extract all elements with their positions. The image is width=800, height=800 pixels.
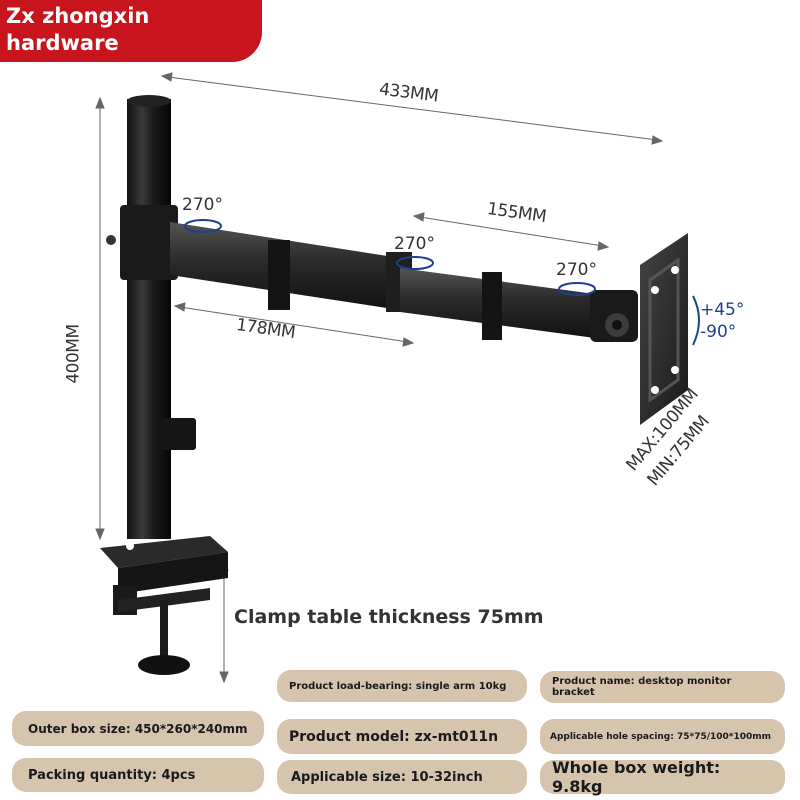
rotation-label-1: 270°: [182, 195, 223, 215]
tilt-down-label: -90°: [700, 322, 737, 342]
spec-product-name: Product name: desktop monitor bracket: [540, 671, 785, 703]
cable-clip: [160, 418, 196, 450]
spec-outer-box: Outer box size: 450*260*240mm: [12, 711, 264, 746]
spec-applicable-size: Applicable size: 10-32inch: [277, 760, 527, 794]
arm-segment-2: [400, 268, 610, 340]
support-pole: [127, 99, 171, 539]
tilt-up-label: +45°: [700, 300, 745, 320]
dimension-lines: [95, 72, 664, 684]
rotation-label-2: 270°: [394, 234, 435, 254]
spec-load-bearing: Product load-bearing: single arm 10kg: [277, 670, 527, 702]
spec-packing: Packing quantity: 4pcs: [12, 758, 264, 792]
brand-banner: Zx zhongxin hardware: [0, 0, 262, 62]
brand-name: Zx zhongxin hardware: [6, 4, 150, 55]
rotation-markers: [184, 219, 596, 296]
tilt-arc: [692, 295, 700, 346]
rotation-label-3: 270°: [556, 260, 597, 280]
spec-model: Product model: zx-mt011n: [277, 719, 527, 754]
spec-hole-spacing: Applicable hole spacing: 75*75/100*100mm: [540, 719, 785, 754]
dim-pole-height: 400MM: [63, 324, 84, 384]
vesa-plate: [640, 233, 688, 425]
pole-collar: [120, 205, 178, 280]
spec-box-weight: Whole box weight: 9.8kg: [540, 758, 785, 796]
desk-clamp: [100, 536, 228, 675]
clamp-thickness-note: Clamp table thickness 75mm: [234, 606, 544, 628]
